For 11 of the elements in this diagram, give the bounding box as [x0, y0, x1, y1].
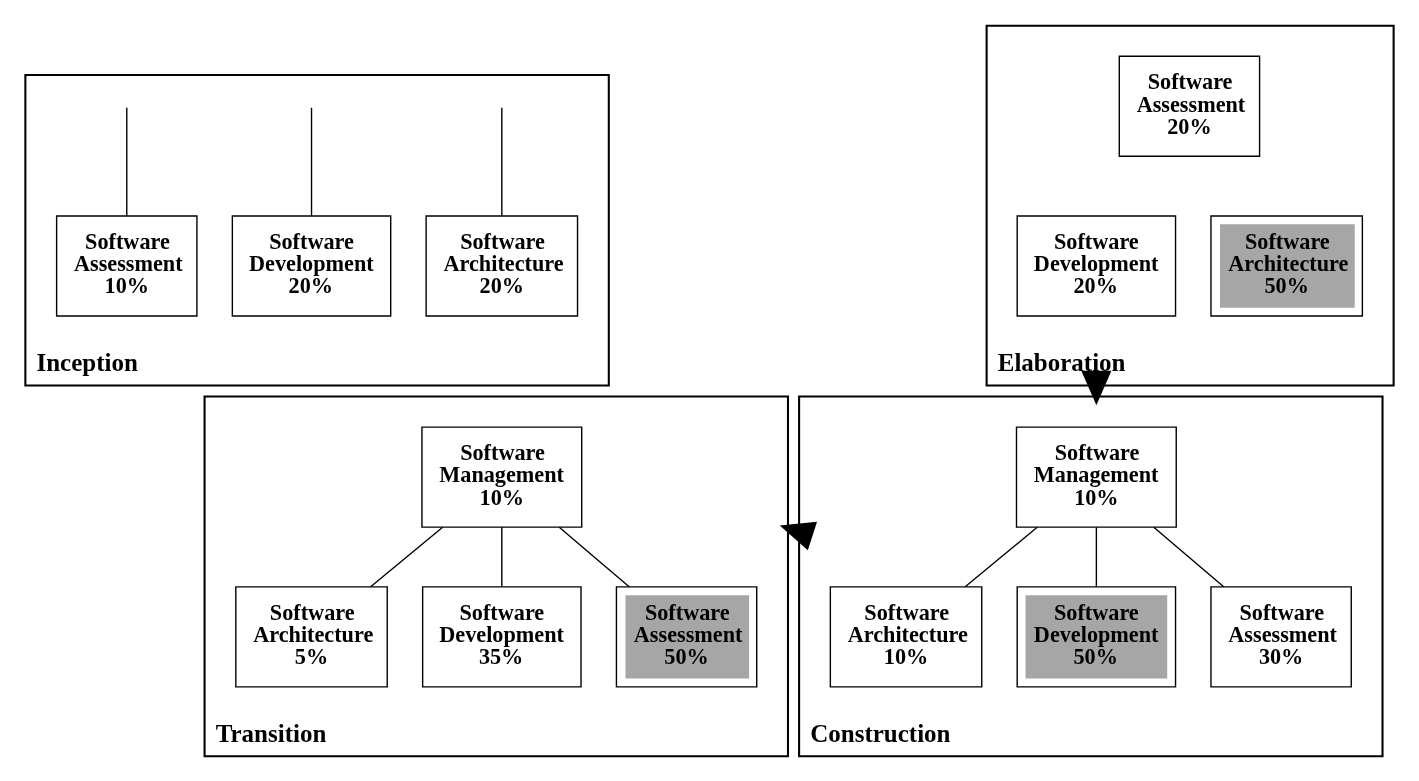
connector — [501, 106, 503, 216]
connector — [369, 526, 444, 587]
arrow — [1081, 370, 1112, 405]
connector — [1095, 526, 1098, 587]
connector — [1153, 526, 1225, 587]
connector — [558, 526, 630, 587]
arrow — [779, 521, 818, 550]
connector — [310, 106, 313, 216]
connector — [964, 526, 1038, 587]
connector — [501, 526, 503, 587]
connector — [126, 106, 128, 216]
